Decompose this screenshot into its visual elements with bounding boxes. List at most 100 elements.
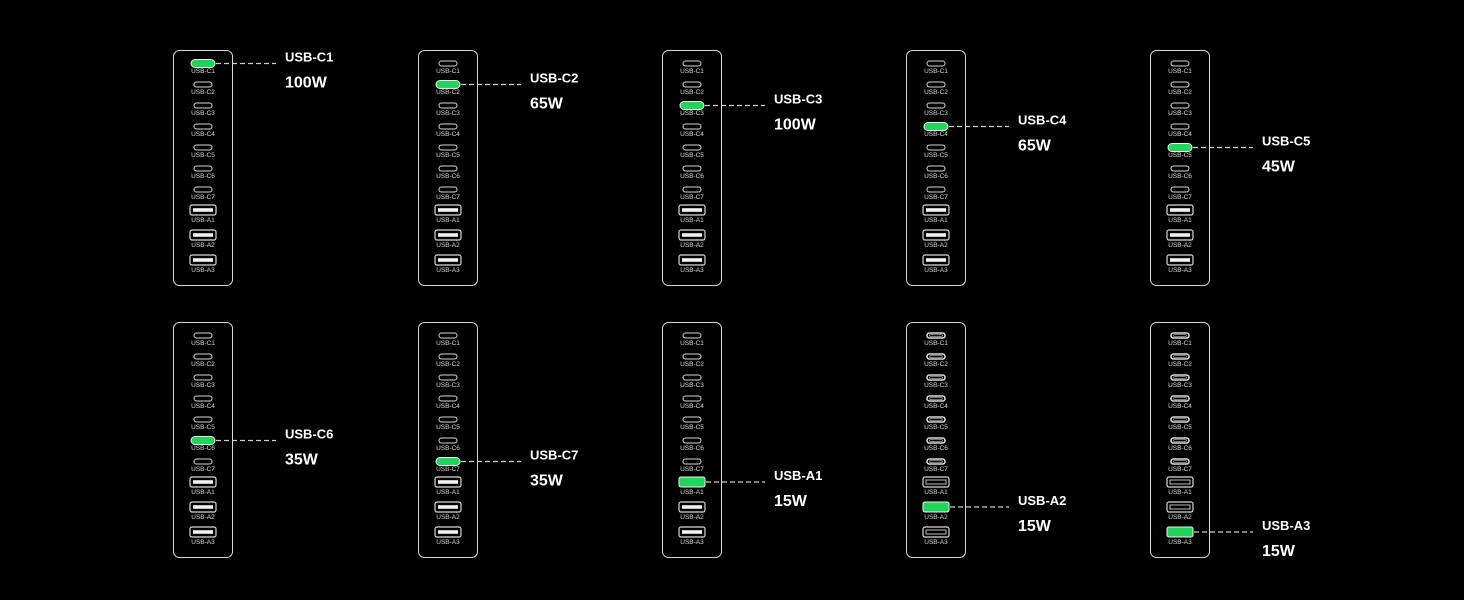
port-usb-a1: USB-A1: [922, 476, 950, 496]
port-usb-c5: USB-C5: [924, 144, 948, 159]
callout-port-name: USB-C2: [530, 71, 578, 86]
port-usb-c5: USB-C5: [191, 416, 215, 431]
usb-a-slot: [434, 501, 462, 513]
usb-a-tongue: [193, 208, 213, 212]
callout-wattage: 15W: [1262, 543, 1296, 560]
active-port-slot: [923, 122, 949, 131]
port-label: USB-A2: [436, 514, 460, 521]
usb-a-tongue: [682, 208, 702, 212]
port-label: USB-A2: [1168, 514, 1192, 521]
port-usb-c5: USB-C5: [924, 416, 948, 431]
charger-8: USB-C1USB-C2USB-C3USB-C4USB-C5USB-C6USB-…: [662, 322, 822, 558]
usb-c-slot: [1170, 81, 1190, 88]
port-label: USB-C4: [1168, 403, 1192, 410]
port-label: USB-A3: [1168, 539, 1192, 546]
usb-c-slot: [926, 395, 946, 402]
port-label: USB-C6: [191, 173, 215, 180]
charger-body: [662, 50, 722, 286]
port-label: USB-C5: [1168, 152, 1192, 159]
port-usb-c2: USB-C2: [191, 81, 215, 96]
usb-c-slot: [682, 81, 702, 88]
usb-c-slot: [438, 353, 458, 360]
usb-a-slot: [678, 204, 706, 216]
charger-body: [1150, 50, 1210, 286]
port-label: USB-C1: [436, 340, 460, 347]
usb-c-slot: [926, 81, 946, 88]
usb-a-tongue: [438, 480, 458, 484]
port-label: USB-C6: [924, 173, 948, 180]
usb-c-slot-inner: [1173, 334, 1187, 337]
port-label: USB-C6: [1168, 173, 1192, 180]
port-label: USB-C5: [191, 152, 215, 159]
port-label: USB-A3: [924, 267, 948, 274]
usb-c-slot: [193, 165, 213, 172]
usb-a-slot: [189, 501, 217, 513]
port-label: USB-C7: [1168, 466, 1192, 473]
port-usb-c4: USB-C4: [191, 123, 215, 138]
usb-a-slot: [922, 526, 950, 538]
port-label: USB-C5: [436, 424, 460, 431]
usb-c-slot: [682, 60, 702, 67]
usb-a-slot: [434, 204, 462, 216]
usb-c-slot-inner: [929, 334, 943, 337]
usb-a-tongue: [926, 233, 946, 237]
charger-body: [906, 50, 966, 286]
usb-c-slot: [1170, 437, 1190, 444]
port-usb-c1: USB-C1: [436, 60, 460, 75]
port-usb-c1: USB-C1: [1168, 332, 1192, 347]
port-label: USB-A1: [924, 217, 948, 224]
port-label: USB-C1: [436, 68, 460, 75]
port-usb-a2: USB-A2: [189, 501, 217, 521]
usb-c-slot-inner: [929, 460, 943, 463]
port-usb-a3: USB-A3: [922, 254, 950, 274]
port-label: USB-C2: [436, 89, 460, 96]
port-label: USB-C2: [680, 89, 704, 96]
active-port-slot: [922, 501, 950, 513]
usb-c-slot: [682, 353, 702, 360]
port-label: USB-A2: [436, 242, 460, 249]
port-usb-c4: USB-C4: [680, 395, 704, 410]
usb-c-slot: [193, 186, 213, 193]
usb-c-slot-inner: [1173, 460, 1187, 463]
port-usb-a1: USB-A1: [678, 204, 706, 224]
usb-c-slot-inner: [1173, 397, 1187, 400]
port-usb-c7: USB-C7: [680, 186, 704, 201]
port-usb-c7: USB-C7: [924, 186, 948, 201]
port-label: USB-A1: [680, 217, 704, 224]
port-usb-a1: USB-A1: [434, 476, 462, 496]
usb-a-slot: [1166, 254, 1194, 266]
port-label: USB-A2: [680, 242, 704, 249]
port-label: USB-C7: [680, 194, 704, 201]
usb-a-tongue: [438, 505, 458, 509]
port-label: USB-C7: [680, 466, 704, 473]
port-label: USB-A3: [680, 267, 704, 274]
port-usb-c4: USB-C4: [191, 395, 215, 410]
usb-c-slot: [438, 332, 458, 339]
charger-9: USB-C1USB-C2USB-C3USB-C4USB-C5USB-C6USB-…: [906, 322, 1066, 558]
port-label: USB-C1: [680, 68, 704, 75]
port-label: USB-C7: [1168, 194, 1192, 201]
usb-c-slot: [682, 186, 702, 193]
usb-a-tongue: [438, 233, 458, 237]
usb-c-slot: [193, 81, 213, 88]
port-usb-c3: USB-C3: [679, 101, 705, 117]
port-label: USB-A3: [191, 267, 215, 274]
usb-a-tongue: [1169, 504, 1191, 510]
charger-body: [173, 50, 233, 286]
usb-c-slot-inner: [1173, 418, 1187, 421]
usb-a-slot: [434, 476, 462, 488]
usb-a-slot: [1166, 476, 1194, 488]
port-usb-c1: USB-C1: [1168, 60, 1192, 75]
port-label: USB-C7: [436, 194, 460, 201]
usb-a-slot: [434, 229, 462, 241]
port-usb-c5: USB-C5: [436, 416, 460, 431]
port-usb-c5: USB-C5: [1167, 143, 1193, 159]
usb-a-tongue: [193, 505, 213, 509]
port-usb-a3: USB-A3: [189, 254, 217, 274]
port-label: USB-C1: [680, 340, 704, 347]
usb-c-slot: [926, 416, 946, 423]
port-usb-c3: USB-C3: [924, 102, 948, 117]
port-label: USB-A3: [1168, 267, 1192, 274]
usb-c-slot: [193, 353, 213, 360]
port-label: USB-C3: [1168, 382, 1192, 389]
